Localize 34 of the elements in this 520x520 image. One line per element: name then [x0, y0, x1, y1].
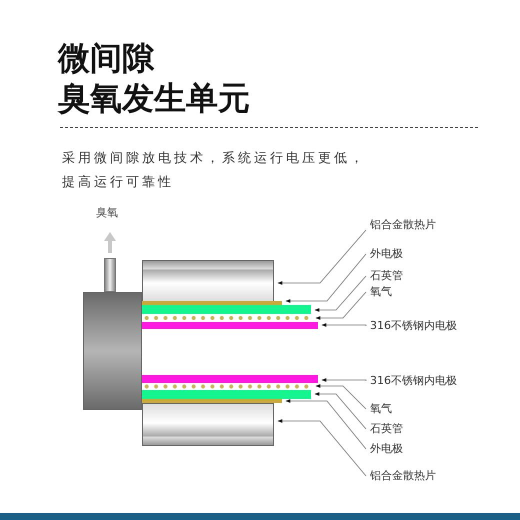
outer-electrode: [142, 399, 282, 403]
gas-gap: [142, 314, 312, 322]
leader-line: [322, 378, 366, 382]
quartz-tube: [142, 390, 311, 399]
part-label: 铝合金散热片: [370, 469, 436, 483]
leader-line: [286, 399, 366, 450]
part-label: 外电极: [370, 442, 403, 456]
part-label: 氧气: [370, 285, 392, 299]
leader-line: [322, 323, 366, 327]
part-label: 铝合金散热片: [370, 218, 436, 232]
leader-line: [314, 276, 366, 312]
outer-electrode: [142, 301, 282, 305]
leader-line: [278, 419, 366, 476]
inner-electrode: [142, 375, 318, 383]
description-text: 采用微间隙放电技术，系统运行电压更低，提高运行可靠性: [62, 150, 367, 192]
part-label: 316不锈钢内电极: [370, 374, 457, 388]
part-label: 外电极: [370, 247, 403, 261]
leader-line: [316, 384, 366, 410]
inner-electrode: [142, 322, 318, 329]
heading: 臭氧发生单元: [58, 78, 250, 118]
leader-line: [278, 230, 366, 285]
heading: 微间隙: [58, 38, 154, 78]
leader-line: [316, 292, 366, 320]
part-label: 石英管: [370, 422, 403, 436]
leader-line: [286, 254, 366, 303]
heat-sink: [142, 403, 274, 446]
gas-gap: [142, 383, 312, 390]
leader-line: [314, 392, 366, 430]
quartz-tube: [142, 305, 311, 314]
part-label: 石英管: [370, 269, 403, 283]
part-label: 氧气: [370, 402, 392, 416]
heat-sink: [142, 260, 274, 302]
part-label: 316不锈钢内电极: [370, 319, 457, 333]
outlet-label: 臭氧: [96, 205, 118, 220]
